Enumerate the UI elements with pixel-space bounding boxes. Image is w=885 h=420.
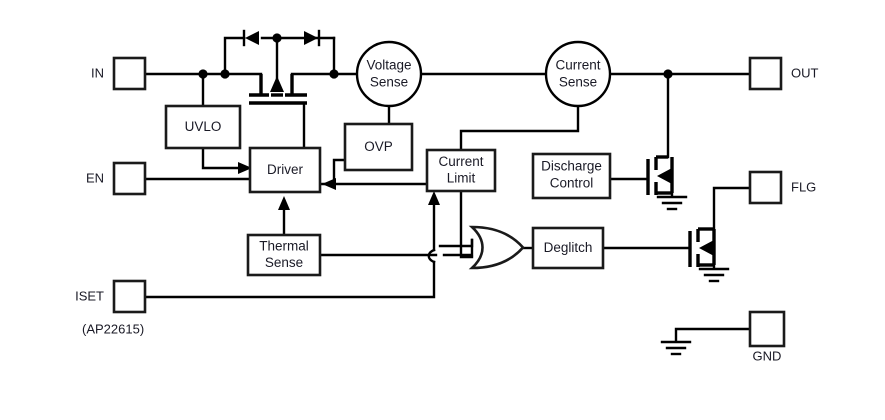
ovp-label: OVP	[364, 139, 393, 154]
body-diode-left	[242, 29, 259, 47]
arrowhead-iset-limit	[428, 191, 440, 205]
pin-out[interactable]: OUT	[748, 56, 819, 91]
junction-dot-in-diode	[220, 69, 230, 79]
pin-gnd-square[interactable]	[748, 310, 786, 348]
current-sense-label-line1: Current	[555, 58, 600, 73]
discharge-control-label-line1: Discharge	[541, 159, 602, 174]
current-limit-block[interactable]: Current Limit	[425, 148, 497, 193]
or-gate	[468, 225, 525, 270]
wire-iset-run	[143, 260, 436, 299]
discharge-fet	[646, 155, 674, 195]
wire-network	[143, 33, 752, 343]
pin-in-square[interactable]	[112, 56, 147, 91]
wire-current-limit-to-or	[459, 189, 474, 259]
pin-flg-square[interactable]	[748, 170, 783, 205]
driver-label: Driver	[267, 162, 304, 177]
voltage-sense-circle[interactable]	[355, 40, 423, 108]
driver-box[interactable]	[248, 146, 322, 194]
pin-iset-square[interactable]	[112, 279, 147, 314]
uvlo-box[interactable]	[164, 104, 242, 150]
pin-in[interactable]: IN	[91, 56, 147, 91]
flag-fet-body-diode	[699, 240, 714, 256]
current-limit-label-line2: Limit	[447, 171, 476, 186]
gnd-pin-ground	[660, 340, 692, 356]
wire-flag-fet-to-flg	[712, 186, 752, 231]
ovp-box[interactable]	[343, 122, 414, 172]
discharge-control-label-line2: Control	[550, 176, 594, 191]
arrowhead-thermal-driver	[278, 196, 290, 210]
junction-dot-fet-drain	[329, 69, 339, 79]
pin-en-label: EN	[86, 170, 104, 185]
pin-in-label: IN	[91, 65, 104, 80]
uvlo-block[interactable]: UVLO	[164, 104, 242, 150]
pin-iset-label: ISET	[75, 288, 104, 303]
pin-iset[interactable]: ISET	[75, 279, 147, 314]
pin-out-label: OUT	[791, 65, 819, 80]
part-number-label: (AP22615)	[82, 321, 144, 336]
or-gate-body	[468, 225, 525, 270]
flag-fet	[688, 227, 716, 267]
pin-gnd-label: GND	[753, 348, 782, 363]
flag-fet-ground	[698, 267, 730, 283]
pin-out-square[interactable]	[748, 56, 783, 91]
discharge-control-block[interactable]: Discharge Control	[531, 152, 612, 200]
pin-flg[interactable]: FLG	[748, 170, 816, 205]
discharge-fet-body-diode	[657, 168, 672, 184]
diode-right-triangle	[304, 31, 318, 45]
wire-thermal-to-or-b	[442, 238, 474, 257]
thermal-sense-label-line1: Thermal	[259, 239, 309, 254]
junction-dot-in-uvlo	[198, 69, 208, 79]
current-limit-label-line1: Current	[438, 154, 483, 169]
thermal-sense-block[interactable]: Thermal Sense	[246, 233, 322, 277]
junction-dot-out	[663, 69, 673, 79]
driver-block[interactable]: Driver	[248, 146, 322, 194]
wire-or-input-upper	[438, 238, 474, 248]
thermal-sense-box[interactable]	[246, 233, 322, 277]
uvlo-label: UVLO	[185, 119, 222, 134]
pin-flg-label: FLG	[791, 179, 816, 194]
voltage-sense-label-line2: Sense	[370, 75, 408, 90]
current-sense-label-line2: Sense	[559, 75, 597, 90]
current-sense-block[interactable]: Current Sense	[544, 40, 612, 108]
voltage-sense-block[interactable]: Voltage Sense	[355, 40, 423, 108]
current-limit-box[interactable]	[425, 148, 497, 193]
wire-gnd-pin-to-ground	[674, 327, 752, 343]
body-diode-right	[304, 29, 321, 47]
pin-gnd[interactable]: GND	[748, 310, 786, 363]
thermal-sense-label-line2: Sense	[265, 255, 303, 270]
pass-fet-substrate-arrow	[270, 76, 284, 92]
wire-current-sense-to-limit	[459, 104, 580, 152]
wire-crossover-hop	[427, 248, 436, 264]
diode-left-triangle	[245, 31, 259, 45]
pin-en-square[interactable]	[112, 161, 147, 196]
deglitch-label: Deglitch	[544, 240, 593, 255]
ovp-block[interactable]: OVP	[343, 122, 414, 172]
voltage-sense-label-line1: Voltage	[366, 58, 411, 73]
pass-fet-pair	[249, 74, 307, 105]
deglitch-box[interactable]	[531, 226, 605, 270]
deglitch-block[interactable]: Deglitch	[531, 226, 605, 270]
discharge-fet-ground	[656, 195, 688, 211]
wire-uvlo-to-driver	[201, 146, 240, 170]
arrowhead-uvlo-driver	[238, 162, 252, 174]
discharge-control-box[interactable]	[531, 152, 612, 200]
wire-left-diode-leg	[223, 36, 246, 76]
current-sense-circle[interactable]	[544, 40, 612, 108]
junction-dot-diode-bus	[272, 33, 282, 43]
pin-en[interactable]: EN	[86, 161, 147, 196]
arrowhead-ovp-driver	[322, 178, 336, 190]
